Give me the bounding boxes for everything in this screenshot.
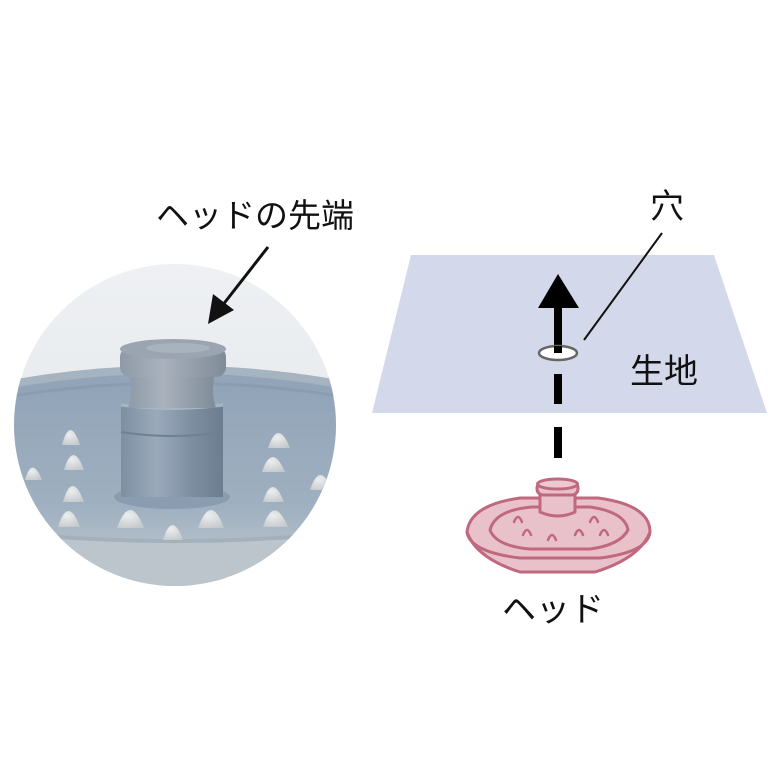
head-illustration	[465, 477, 652, 574]
fabric-trapezoid	[372, 255, 767, 413]
dashed-path	[554, 374, 562, 458]
head-tip-label: ヘッドの先端	[156, 196, 354, 235]
hole-leader-line	[583, 232, 663, 341]
fabric-label: 生地	[630, 352, 698, 392]
head-tip-photo	[14, 264, 336, 586]
head-label: ヘッド	[502, 590, 604, 630]
diagonal-arrow	[208, 246, 270, 324]
hole-label: 穴	[650, 187, 684, 227]
up-arrow	[538, 274, 579, 352]
